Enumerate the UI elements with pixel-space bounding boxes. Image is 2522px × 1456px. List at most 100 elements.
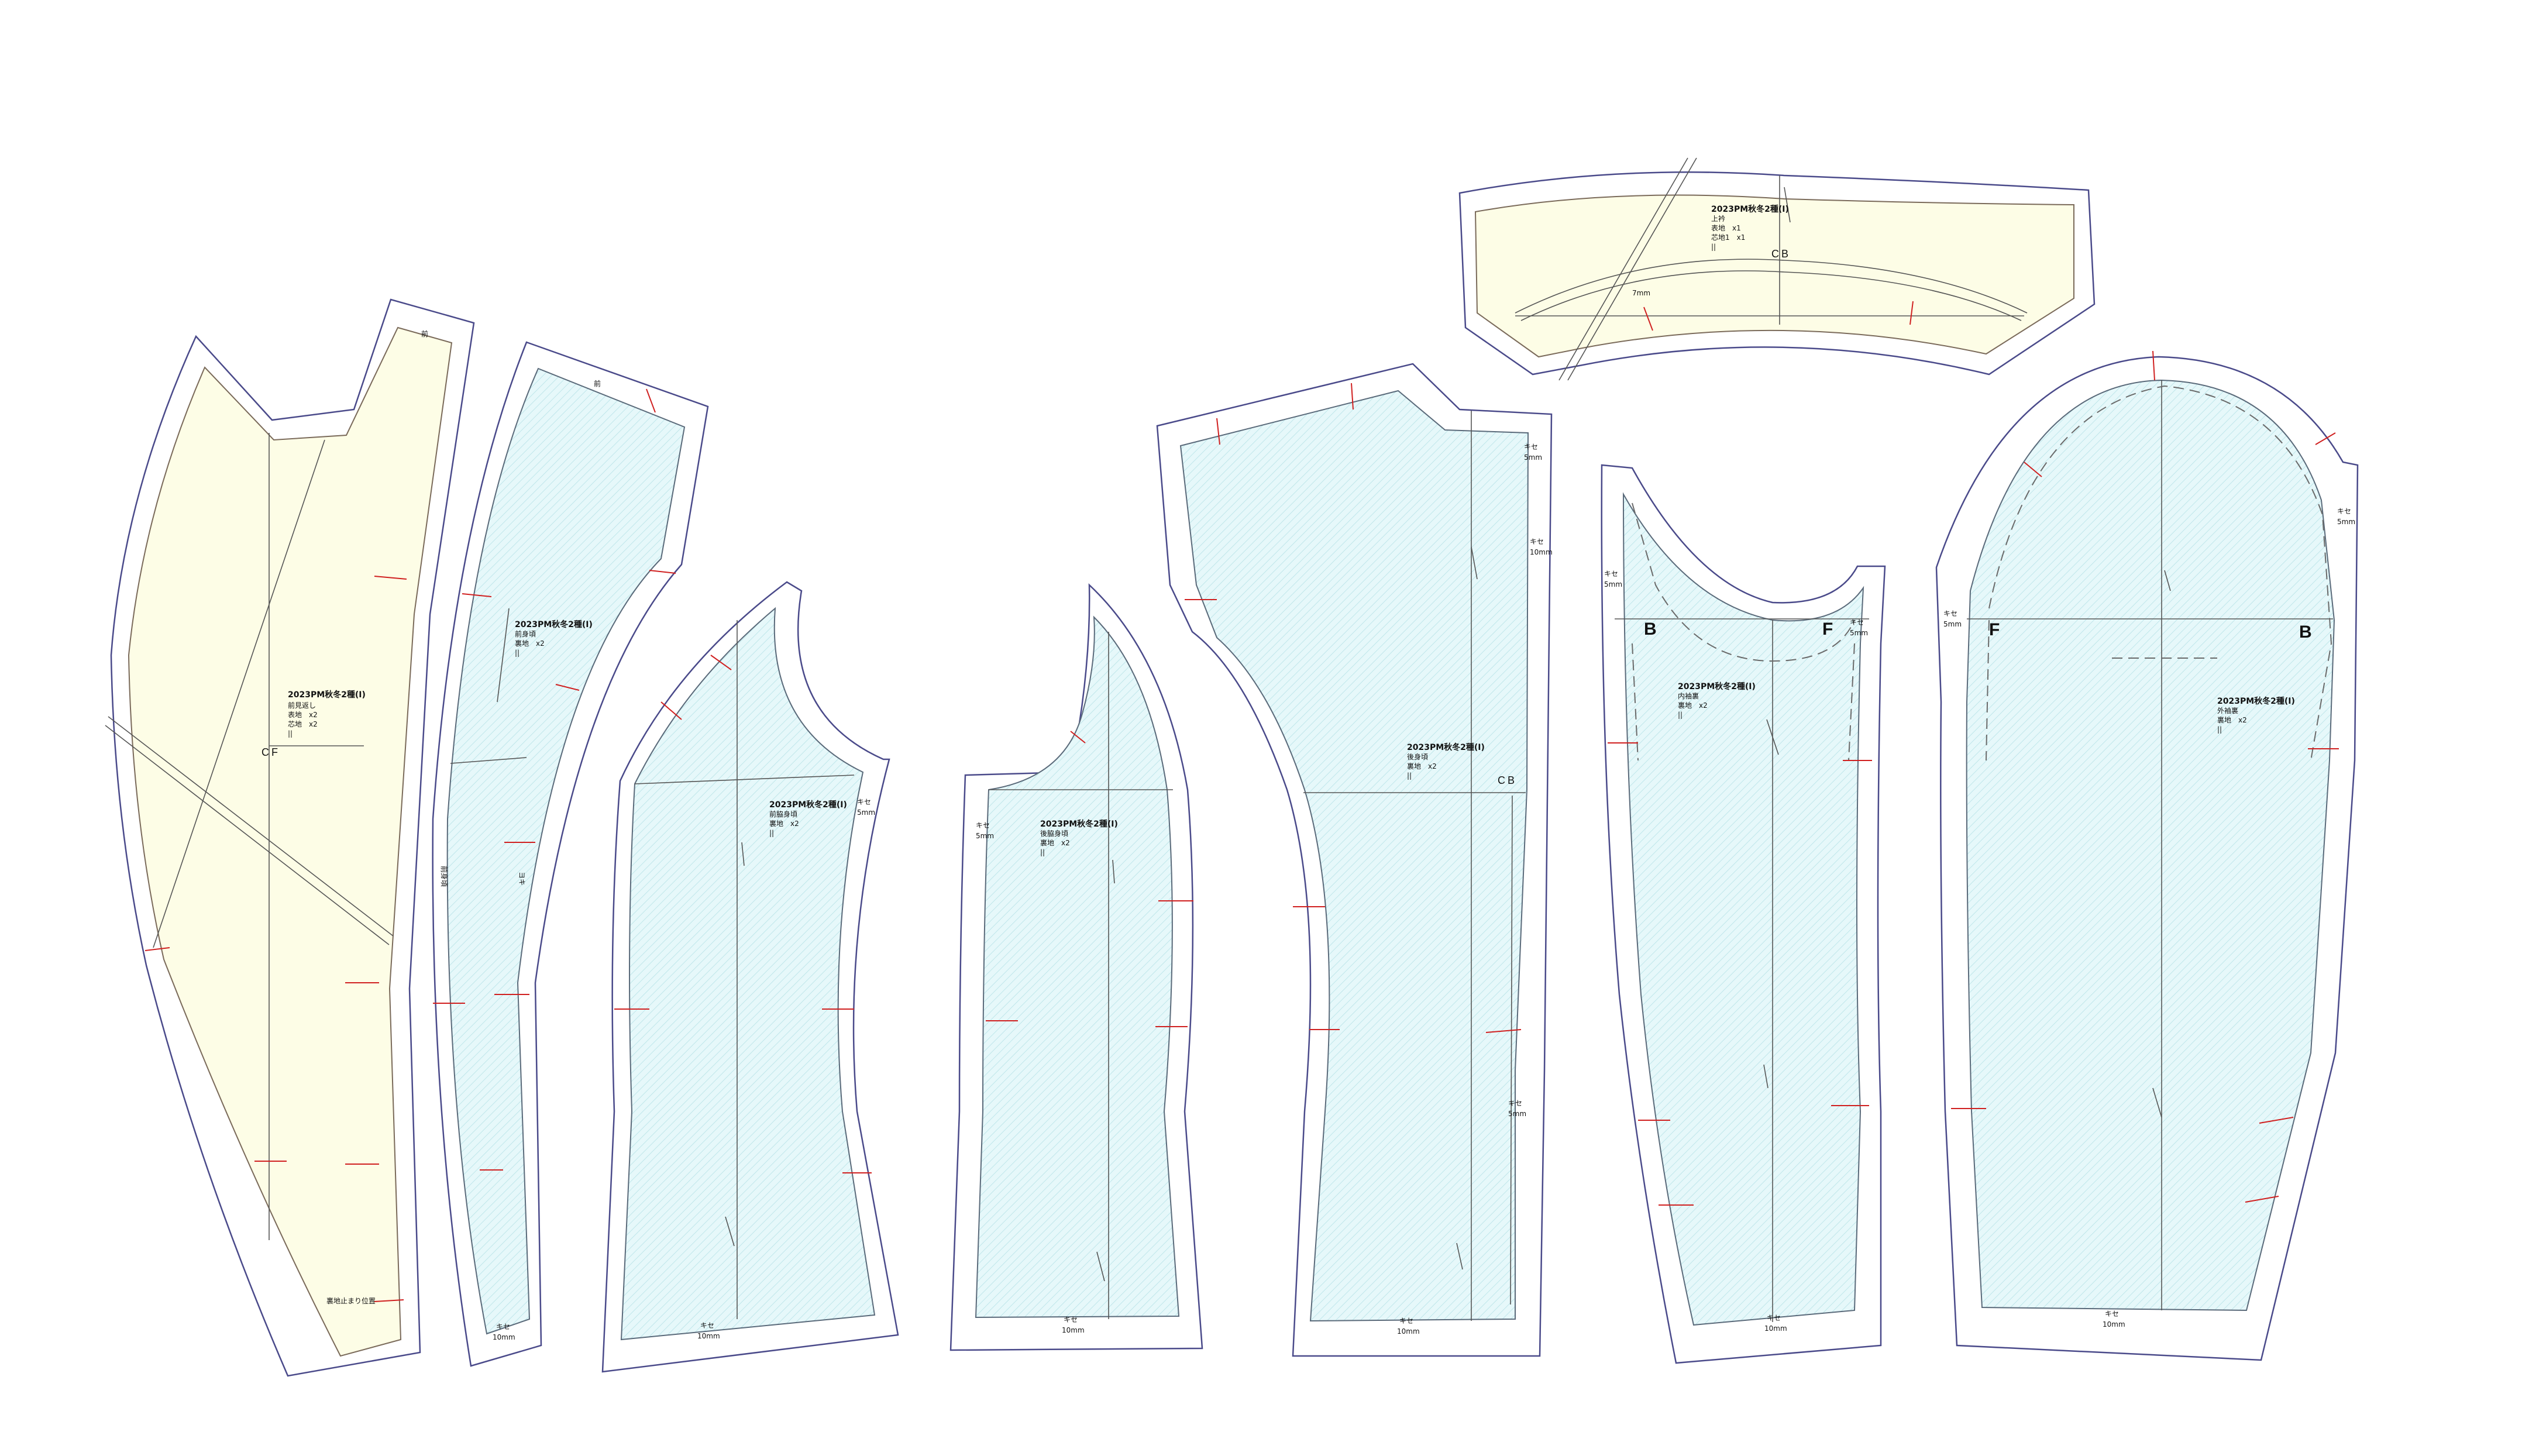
side-label: ヨキ bbox=[518, 872, 526, 886]
net-outline bbox=[1966, 379, 2335, 1312]
piece-label-line: || bbox=[288, 729, 293, 738]
piece-label-line: || bbox=[769, 829, 774, 837]
piece-label-line: || bbox=[1678, 711, 1683, 719]
piece-under-sleeve-lining[interactable]: B F 2023PM秋冬2種(I) 内袖裏 裏地 x2 || キセ 5mm キセ… bbox=[1601, 464, 1886, 1364]
piece-label-line: 2023PM秋冬2種(I) bbox=[515, 619, 593, 629]
lining-stop-label: 裏地止まり位置 bbox=[326, 1296, 376, 1305]
kise-label: キセ bbox=[1524, 443, 1538, 451]
sleeve-letter: F bbox=[1822, 619, 1833, 639]
piece-front-side-lining[interactable]: 2023PM秋冬2種(I) 前脇身頃 裏地 x2 || キセ 5mm キセ 10… bbox=[601, 581, 899, 1373]
kise-label: キセ bbox=[1064, 1316, 1078, 1324]
kise-label: 5mm bbox=[857, 808, 875, 817]
piece-label-line: || bbox=[1711, 243, 1716, 251]
net-outline bbox=[620, 607, 876, 1341]
piece-label-line: 後身頃 bbox=[1407, 752, 1428, 761]
top-mark: 前 bbox=[594, 379, 601, 388]
kise-label: キセ bbox=[1530, 538, 1544, 546]
seam-allowance-outline bbox=[601, 581, 899, 1373]
kise-label: 5mm bbox=[2337, 518, 2355, 526]
measure-note: 7mm bbox=[1632, 289, 1650, 297]
piece-label-line: 裏地 x2 bbox=[1678, 701, 1708, 710]
kise-label: 10mm bbox=[1062, 1326, 1085, 1334]
kise-label: 5mm bbox=[1943, 620, 1962, 628]
kise-label: キセ bbox=[1850, 618, 1864, 627]
piece-label-line: 表地 x2 bbox=[288, 711, 318, 719]
kise-label: 5mm bbox=[1508, 1110, 1526, 1118]
piece-label-line: 前見返し bbox=[288, 701, 316, 710]
kise-label: キセ bbox=[857, 798, 871, 806]
net-outline bbox=[128, 326, 453, 1357]
piece-label-line: 芯地 x2 bbox=[288, 720, 318, 728]
top-mark: 前 bbox=[421, 329, 428, 338]
piece-label-line: 2023PM秋冬2種(I) bbox=[769, 800, 847, 810]
kise-label: 5mm bbox=[1524, 453, 1542, 462]
kise-label: キセ bbox=[1604, 570, 1618, 578]
piece-label-line: || bbox=[1407, 772, 1412, 780]
piece-label-line: 上衿 bbox=[1711, 214, 1725, 223]
piece-front-facing[interactable]: 2023PM秋冬2種(I) 前見返し 表地 x2 芯地 x2 || CF 裏地止… bbox=[105, 298, 475, 1377]
piece-top-sleeve-lining[interactable]: F B 2023PM秋冬2種(I) 外袖裏 裏地 x2 || キセ 5mm キセ… bbox=[1935, 350, 2359, 1361]
piece-label-line: 2023PM秋冬2種(I) bbox=[1711, 204, 1789, 214]
piece-label-line: || bbox=[2217, 725, 2222, 734]
kise-label: キセ bbox=[2105, 1310, 2119, 1318]
piece-label-line: 内袖裏 bbox=[1678, 691, 1699, 700]
kise-label: 5mm bbox=[976, 832, 994, 840]
piece-label-line: 表地 x1 bbox=[1711, 224, 1741, 232]
kise-label: キセ bbox=[976, 821, 990, 829]
seam-allowance-outline bbox=[1156, 363, 1553, 1357]
piece-label-line: 裏地 x2 bbox=[2217, 715, 2247, 724]
kise-label: キセ bbox=[1508, 1099, 1522, 1107]
kise-label: 10mm bbox=[1397, 1327, 1420, 1335]
piece-label-line: || bbox=[515, 649, 519, 657]
kise-label: キセ bbox=[2337, 507, 2351, 515]
piece-front-body-lining[interactable]: 2023PM秋冬2種(I) 前身頃 裏地 x2 || 前 前身頃 ヨキ キセ 1… bbox=[432, 341, 709, 1367]
kise-label: 5mm bbox=[1850, 629, 1868, 637]
piece-back-body-lining[interactable]: 2023PM秋冬2種(I) 後身頃 裏地 x2 || CB キセ 5mm キセ … bbox=[1156, 363, 1553, 1357]
seam-allowance-outline bbox=[1458, 171, 2096, 376]
piece-label-line: 2023PM秋冬2種(I) bbox=[1040, 819, 1118, 829]
net-outline bbox=[1474, 194, 2074, 358]
piece-label-line: 後脇身頃 bbox=[1040, 829, 1068, 838]
piece-label-line: 2023PM秋冬2種(I) bbox=[1678, 681, 1756, 691]
piece-label-line: || bbox=[1040, 848, 1045, 856]
piece-label-line: 芯地1 x1 bbox=[1711, 233, 1745, 242]
seam-allowance-outline bbox=[1601, 464, 1886, 1364]
kise-label: キセ bbox=[1399, 1317, 1413, 1325]
piece-top-collar[interactable]: 2023PM秋冬2種(I) 上衿 表地 x1 芯地1 x1 || CB 7mm bbox=[1458, 157, 2096, 381]
kise-label: キセ bbox=[496, 1323, 510, 1331]
piece-label-line: 裏地 x2 bbox=[769, 819, 799, 828]
kise-label: キセ bbox=[700, 1321, 714, 1330]
piece-label-line: 裏地 x2 bbox=[1040, 838, 1070, 847]
kise-label: 5mm bbox=[1604, 580, 1622, 588]
kise-label: キセ bbox=[1943, 610, 1957, 618]
sleeve-letter: B bbox=[1644, 619, 1657, 639]
kise-label: キセ bbox=[1767, 1314, 1781, 1322]
piece-label-line: 2023PM秋冬2種(I) bbox=[1407, 742, 1485, 752]
seam-allowance-outline bbox=[110, 298, 475, 1377]
net-outline bbox=[1179, 390, 1529, 1322]
seam-allowance-outline bbox=[432, 341, 709, 1367]
piece-label-line: 2023PM秋冬2種(I) bbox=[288, 690, 366, 700]
piece-back-side-lining[interactable]: 2023PM秋冬2種(I) 後脇身頃 裏地 x2 || キセ 5mm キセ 10… bbox=[949, 583, 1203, 1351]
kise-label: 10mm bbox=[1764, 1324, 1787, 1333]
center-front-label: CF bbox=[262, 746, 280, 758]
piece-label-line: 裏地 x2 bbox=[515, 639, 545, 648]
piece-label-line: 裏地 x2 bbox=[1407, 762, 1437, 770]
net-outline bbox=[446, 367, 686, 1335]
center-back-label: CB bbox=[1498, 775, 1517, 786]
net-outline bbox=[975, 615, 1180, 1319]
side-label: 前身頃 bbox=[440, 866, 449, 887]
kise-label: 10mm bbox=[697, 1332, 720, 1340]
sleeve-letter: F bbox=[1989, 620, 2000, 639]
piece-label-line: 2023PM秋冬2種(I) bbox=[2217, 696, 2295, 706]
kise-label: 10mm bbox=[2103, 1320, 2125, 1328]
seam-allowance-outline bbox=[1935, 356, 2359, 1361]
piece-label-line: 外袖裏 bbox=[2217, 706, 2238, 715]
center-back-label: CB bbox=[1771, 248, 1791, 260]
kise-label: 10mm bbox=[1530, 548, 1553, 556]
kise-label: 10mm bbox=[493, 1333, 515, 1341]
piece-label-line: 前脇身頃 bbox=[769, 810, 797, 818]
sleeve-letter: B bbox=[2299, 622, 2312, 642]
piece-label-line: 前身頃 bbox=[515, 629, 536, 638]
